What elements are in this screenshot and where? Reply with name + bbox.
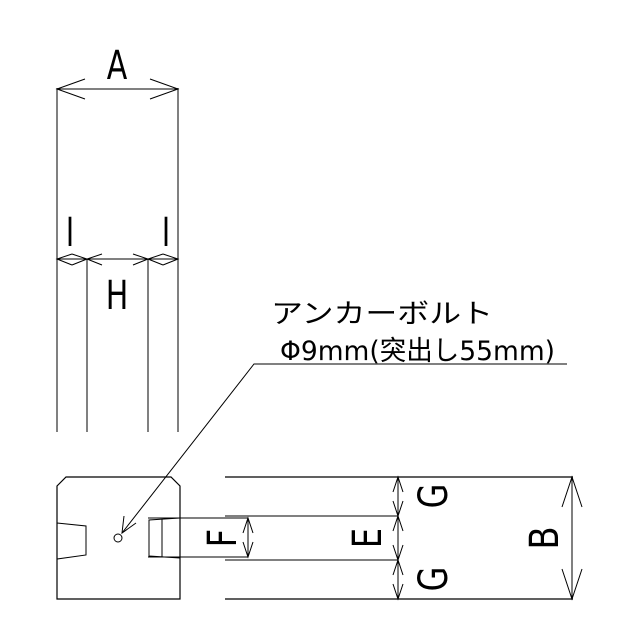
slot-left [56, 522, 87, 560]
leader-arrow [121, 515, 137, 535]
label-H: H [106, 273, 129, 319]
label-I-right: I [162, 210, 170, 256]
note-line2: Φ9mm(突出し55mm) [280, 336, 555, 367]
label-A: A [107, 43, 128, 89]
dimension-B [561, 475, 583, 601]
dimension-I-H [55, 253, 180, 266]
dimension-F [242, 516, 254, 559]
label-F: F [198, 529, 245, 547]
leader-line [121, 363, 567, 534]
label-G-bottom: G [409, 567, 456, 592]
dimension-G-E-G [392, 475, 404, 601]
side-view: F E G G B [148, 475, 583, 601]
plan-view [56, 476, 181, 600]
anchor-bolt-note: アンカーボルト Φ9mm(突出し55mm) [121, 299, 567, 535]
label-I-left: I [66, 210, 74, 256]
slot-right [148, 517, 181, 559]
elevation-view: A I I H [55, 43, 180, 432]
anchor-hole [113, 533, 123, 543]
note-line1: アンカーボルト [271, 299, 493, 330]
label-G-top: G [409, 484, 456, 509]
label-B: B [521, 526, 567, 549]
label-E: E [343, 528, 390, 548]
dimension-A [55, 78, 180, 100]
base-outline [56, 476, 181, 600]
